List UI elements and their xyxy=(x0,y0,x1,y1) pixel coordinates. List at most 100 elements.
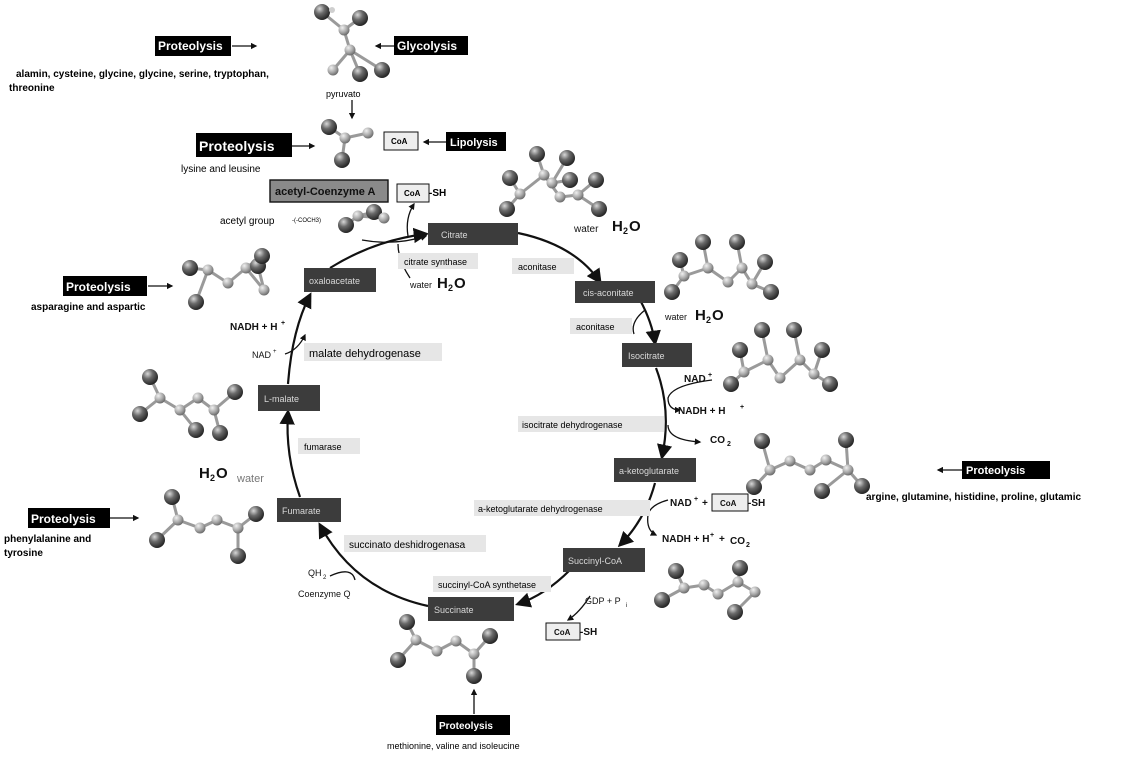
aa-phenyl-line1: phenylalanine and xyxy=(4,534,91,545)
carbon-atom xyxy=(258,284,270,296)
oxygen-atom xyxy=(814,342,830,358)
oxygen-atom xyxy=(562,172,578,188)
molecule-succinyl-coa xyxy=(654,560,761,620)
intermediate-boxes: Citrate cis-aconitate Isocitrate a-ketog… xyxy=(258,223,696,621)
oxygen-atom xyxy=(149,532,165,548)
oxygen-atom xyxy=(482,628,498,644)
oxygen-atom xyxy=(352,66,368,82)
arrow-fumarate-to-malate xyxy=(279,408,302,498)
carbon-atom xyxy=(722,276,734,288)
oxygen-atom xyxy=(695,234,711,250)
molecule-models xyxy=(132,4,870,684)
molecule-akg xyxy=(746,432,870,499)
proteolysis-lysine: Proteolysis xyxy=(199,138,275,154)
oxygen-atom xyxy=(188,422,204,438)
oxygen-atom xyxy=(664,284,680,300)
carbon-atom xyxy=(352,210,364,222)
arrow-nad-malate xyxy=(284,333,306,355)
nadh-akg-plus: + xyxy=(719,534,725,545)
oxaloacetate-label: oxaloacetate xyxy=(309,276,360,286)
molecule-oxaloacetate xyxy=(182,248,270,310)
oxygen-atom xyxy=(763,284,779,300)
carbon-atom xyxy=(222,277,234,289)
molecule-l-malate xyxy=(132,369,243,441)
succinyl-coa-box xyxy=(563,548,645,572)
oxygen-atom xyxy=(559,150,575,166)
oxygen-atom xyxy=(321,119,337,135)
arrow-cis-aconitate-to-isocitrate xyxy=(639,299,661,347)
carbon-atom xyxy=(450,635,462,647)
carbon-atom xyxy=(468,648,480,660)
coa-lysine: CoA xyxy=(391,137,408,146)
oxygen-atom xyxy=(248,506,264,522)
oxygen-atom xyxy=(502,170,518,186)
molecule-isocitrate xyxy=(723,322,838,392)
molecule-acetyl-coa xyxy=(321,119,374,168)
nadh-isocitrate: NADH + H xyxy=(678,406,726,417)
arrow-water-isocitrate xyxy=(632,309,646,335)
arrow-co2-out xyxy=(667,424,702,445)
oxygen-atom xyxy=(654,592,670,608)
coa-akg: CoA xyxy=(720,499,737,508)
oxygen-atom xyxy=(182,260,198,276)
gdp-pi-sub: i xyxy=(626,603,627,609)
oxygen-atom xyxy=(466,668,482,684)
oxygen-atom xyxy=(727,604,743,620)
qh2: QH xyxy=(308,568,322,578)
carbon-atom xyxy=(554,191,566,203)
carbon-atom xyxy=(774,372,786,384)
coa-succinate: CoA xyxy=(554,628,571,637)
carbon-atom xyxy=(749,586,761,598)
qh2-sub: 2 xyxy=(323,575,327,581)
oxaloacetate-box xyxy=(304,268,376,292)
oxygen-atom xyxy=(672,252,688,268)
carbon-atom xyxy=(232,522,244,534)
oxygen-atom xyxy=(338,217,354,233)
lipolysis-label: Lipolysis xyxy=(450,137,498,149)
carbon-atom xyxy=(327,64,339,76)
oxygen-atom xyxy=(732,560,748,576)
oxygen-atom xyxy=(352,10,368,26)
sh-acetyl: -SH xyxy=(429,188,446,199)
oxygen-atom xyxy=(746,479,762,495)
oxygen-atom xyxy=(374,62,390,78)
succinate-box xyxy=(428,597,514,621)
carbon-atom xyxy=(431,645,443,657)
hydrogen-atom xyxy=(329,7,335,13)
arrow-oxaloacetate-to-citrate xyxy=(329,227,430,269)
enzyme-labels: citrate synthase aconitase aconitase iso… xyxy=(298,253,664,592)
arrow-akg-nad xyxy=(647,499,669,536)
oxygen-atom xyxy=(723,376,739,392)
carbon-atom xyxy=(678,582,690,594)
nad-akg-plus-sup: + xyxy=(694,496,698,503)
oxygen-atom xyxy=(854,478,870,494)
carbon-atom xyxy=(746,278,758,290)
molecule-citrate xyxy=(499,146,607,217)
enzyme-isocitrate-dh: isocitrate dehydrogenase xyxy=(522,420,623,430)
oxygen-atom xyxy=(499,201,515,217)
carbon-atom xyxy=(338,24,350,36)
co2-isocitrate: CO xyxy=(710,435,725,446)
carbon-atom xyxy=(410,634,422,646)
carbon-atom xyxy=(172,514,184,526)
carbon-atom xyxy=(208,404,220,416)
nad-malate: NAD xyxy=(252,350,272,360)
carbon-atom xyxy=(698,579,710,591)
carbon-atom xyxy=(192,392,204,404)
water-top: water xyxy=(573,224,599,235)
oxygen-atom xyxy=(212,425,228,441)
carbon-atom xyxy=(712,588,724,600)
enzyme-aconitase-1: aconitase xyxy=(518,262,557,272)
carbon-atom xyxy=(738,366,750,378)
molecule-fumarate xyxy=(149,489,264,564)
oxygen-atom xyxy=(814,483,830,499)
acetyl-formula: -(-COCH3) xyxy=(292,218,321,224)
fumarate-label: Fumarate xyxy=(282,506,321,516)
water-aconitase: water xyxy=(664,312,687,322)
enzyme-citrate-synthase: citrate synthase xyxy=(404,257,467,267)
citrate-label: Citrate xyxy=(441,230,468,240)
nad-akg-plus: + xyxy=(702,498,708,509)
succinate-label: Succinate xyxy=(434,605,474,615)
carbon-atom xyxy=(678,270,690,282)
aa-arginine: argine, glutamine, histidine, proline, g… xyxy=(866,492,1081,503)
